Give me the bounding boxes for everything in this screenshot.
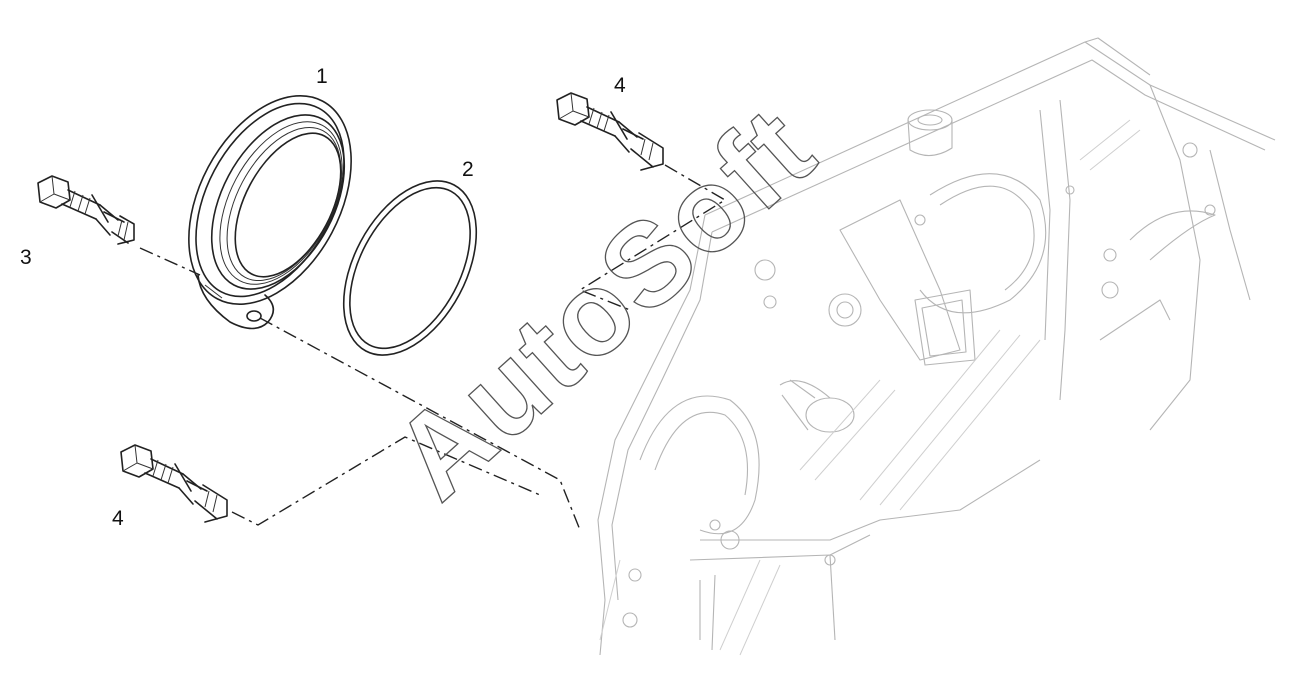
o-ring-gasket	[342, 180, 478, 356]
callout-4-bottom: 4	[112, 507, 124, 530]
callout-1: 1	[316, 65, 328, 88]
bolt-4-top	[556, 92, 664, 171]
callout-3: 3	[20, 246, 32, 269]
callout-2: 2	[462, 158, 474, 181]
bolt-4-bottom	[120, 444, 228, 523]
engine-block	[597, 37, 1276, 656]
assembly-lines	[139, 164, 727, 531]
bolt-3	[37, 175, 135, 245]
callout-4-top: 4	[614, 74, 626, 97]
watermark: AutoSoft	[369, 82, 839, 524]
seal-carrier	[188, 94, 352, 330]
callouts: 1 2 3 4 4	[20, 65, 626, 530]
